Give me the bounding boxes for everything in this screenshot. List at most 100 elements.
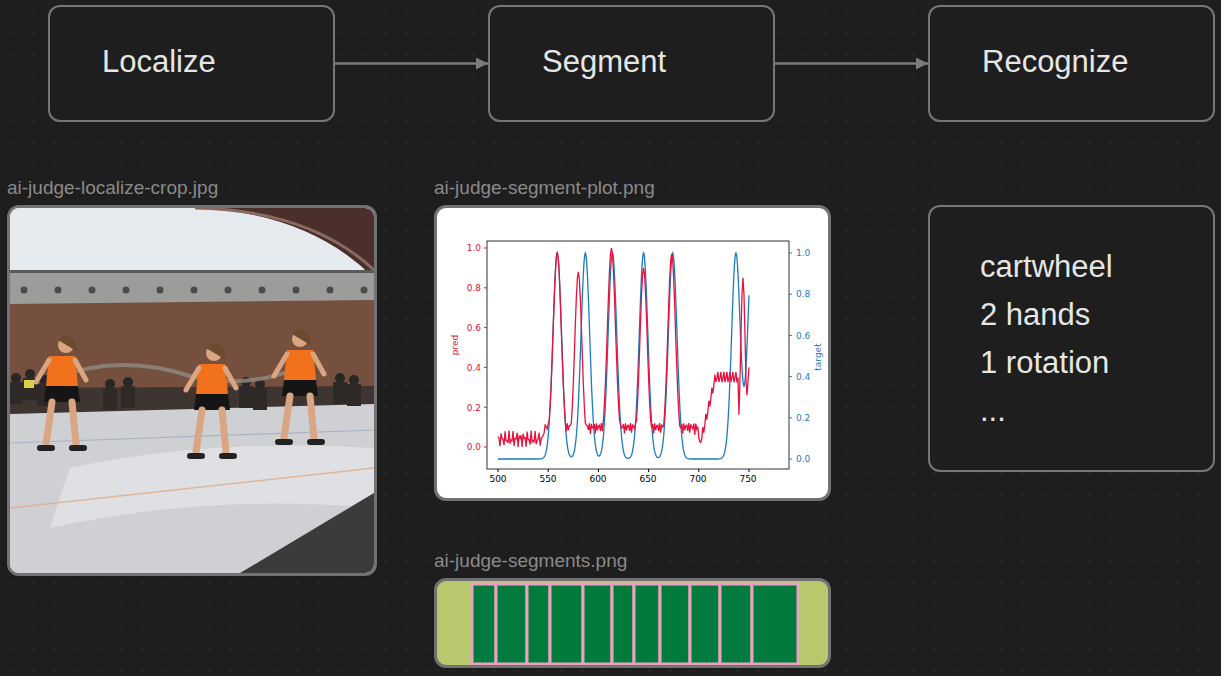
- axis-tick-label: 0.0: [796, 455, 810, 464]
- arch: [200, 208, 374, 278]
- segment: [583, 584, 612, 664]
- leg: [196, 410, 226, 452]
- process-box: Recognize: [928, 5, 1215, 122]
- court-line: [10, 468, 374, 508]
- tick: [484, 287, 487, 288]
- arm: [186, 368, 236, 390]
- lamp: [361, 287, 368, 294]
- file-caption: ai-judge-segments.png: [434, 550, 627, 572]
- lamp: [293, 287, 300, 294]
- tick: [484, 407, 487, 408]
- tick: [648, 469, 649, 472]
- step-label: Segment: [542, 44, 666, 80]
- plot-panel: ai-judge-segment-plot.png: [434, 205, 831, 501]
- lamp: [21, 287, 28, 294]
- tick: [484, 327, 487, 328]
- corner-shadow: [240, 493, 374, 573]
- shoe: [40, 445, 84, 451]
- spectator: [121, 386, 135, 408]
- leg: [284, 396, 314, 438]
- lamp: [89, 287, 96, 294]
- image-panel: ai-judge-localize-crop.jpg: [7, 205, 377, 576]
- spectator: [253, 388, 267, 410]
- axis-tick-label: 0.8: [467, 284, 481, 293]
- hair: [292, 329, 312, 346]
- arch-edge: [195, 208, 374, 270]
- pred-curve: [498, 248, 749, 447]
- arm: [274, 354, 324, 376]
- spectator: [103, 388, 117, 410]
- tick: [789, 335, 792, 336]
- segment: [527, 584, 550, 664]
- lamp: [157, 287, 164, 294]
- segment: [612, 584, 634, 664]
- illustration: [10, 208, 374, 573]
- segment: [550, 584, 583, 664]
- segment: [690, 584, 720, 664]
- illustration: [437, 581, 828, 665]
- jumper: [36, 335, 86, 448]
- tick: [484, 447, 487, 448]
- spectator: [11, 373, 21, 383]
- step-label: Localize: [102, 44, 216, 80]
- spectator: [335, 373, 345, 383]
- wall-band: [10, 272, 374, 304]
- segment: [472, 584, 496, 664]
- tick: [548, 469, 549, 472]
- rope: [54, 365, 302, 381]
- segment: [752, 584, 798, 664]
- flow-arrow: [335, 62, 488, 65]
- segment: [720, 584, 752, 664]
- illustration-part: [10, 208, 374, 573]
- process-box: Segment: [488, 5, 775, 122]
- axis-tick-label: 0.4: [796, 373, 810, 382]
- illustration-part: [472, 584, 798, 664]
- shorts: [194, 394, 230, 410]
- axis-tick-label: 500: [489, 475, 506, 484]
- step-label: Recognize: [982, 44, 1128, 80]
- tick: [749, 469, 750, 472]
- spectator: [347, 384, 361, 406]
- axis-tick-label: 0.4: [467, 364, 481, 373]
- floor: [10, 404, 374, 573]
- arm: [36, 360, 86, 382]
- axis-tick-label: 0.2: [467, 404, 481, 413]
- lamp: [327, 287, 334, 294]
- tick: [484, 367, 487, 368]
- axis-tick-label: 550: [539, 475, 556, 484]
- plot-frame: [487, 241, 789, 469]
- axis-title: pred: [451, 335, 460, 355]
- shorts: [282, 380, 318, 396]
- floor-shine: [50, 446, 374, 529]
- tick: [698, 469, 699, 472]
- axis-tick-label: 0.0: [467, 443, 481, 452]
- shoe: [190, 453, 234, 459]
- spectator: [239, 386, 253, 408]
- output-item: ...: [980, 387, 1197, 435]
- axis-tick-label: 700: [689, 475, 706, 484]
- spectator: [10, 382, 23, 404]
- axis-tick-label: 0.2: [796, 414, 810, 423]
- lamp: [123, 287, 130, 294]
- axis-tick-label: 0.6: [467, 324, 481, 333]
- jumper: [186, 343, 236, 456]
- spectator-shirt: [24, 380, 34, 388]
- illustration-part: [484, 241, 792, 472]
- spectator: [333, 382, 347, 404]
- file-caption: ai-judge-localize-crop.jpg: [7, 177, 218, 199]
- output-item: cartwheel: [980, 243, 1197, 291]
- axis-tick-label: 1.0: [467, 244, 481, 253]
- leg: [46, 402, 76, 444]
- tick: [498, 469, 499, 472]
- axis-tick-label: 600: [589, 475, 606, 484]
- output-box: cartwheel2 hands1 rotation...: [928, 205, 1215, 472]
- tick: [598, 469, 599, 472]
- floor: [10, 208, 374, 573]
- output-item: 1 rotation: [980, 339, 1197, 387]
- lamp: [191, 287, 198, 294]
- output-item: 2 hands: [980, 291, 1197, 339]
- spectator: [105, 379, 115, 389]
- tick: [789, 294, 792, 295]
- beam: [10, 270, 374, 273]
